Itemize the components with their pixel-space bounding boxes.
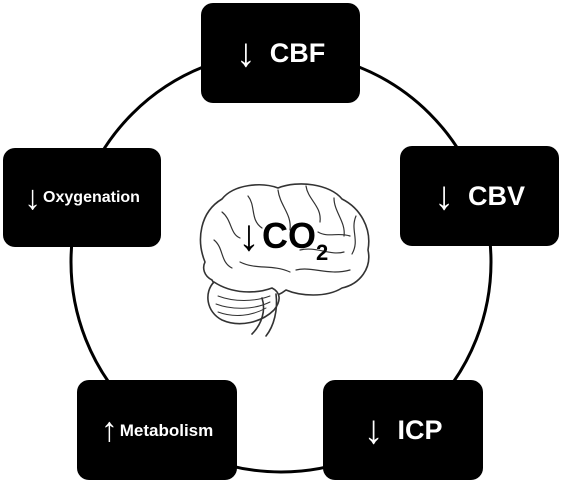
center-arrow: ↓ (238, 211, 260, 260)
brain-icon (199, 183, 370, 337)
node-oxygenation: ↓ Oxygenation (3, 148, 161, 247)
node-cbf-arrow: ↓ (235, 31, 256, 75)
node-cbf: ↓ CBF (201, 3, 360, 103)
node-cbv-arrow: ↓ (433, 174, 454, 218)
center-label: ↓ CO2 (238, 211, 328, 264)
node-icp-label: ICP (397, 414, 443, 445)
node-metabolism-label: Metabolism (119, 420, 214, 440)
center-chem: CO2 (262, 215, 328, 264)
center-chem-main: CO (262, 215, 316, 256)
node-icp-arrow: ↓ (363, 408, 384, 452)
node-metabolism: ↑ Metabolism (77, 380, 237, 480)
node-metabolism-arrow: ↑ (100, 411, 118, 449)
node-cbv: ↓ CBV (400, 146, 559, 246)
node-oxygenation-arrow: ↓ (24, 178, 42, 217)
node-cbv-label: CBV (467, 180, 525, 211)
center-chem-sub: 2 (316, 240, 329, 265)
node-cbf-label: CBF (269, 37, 326, 68)
node-icp: ↓ ICP (323, 380, 483, 480)
node-oxygenation-label: Oxygenation (43, 188, 140, 206)
